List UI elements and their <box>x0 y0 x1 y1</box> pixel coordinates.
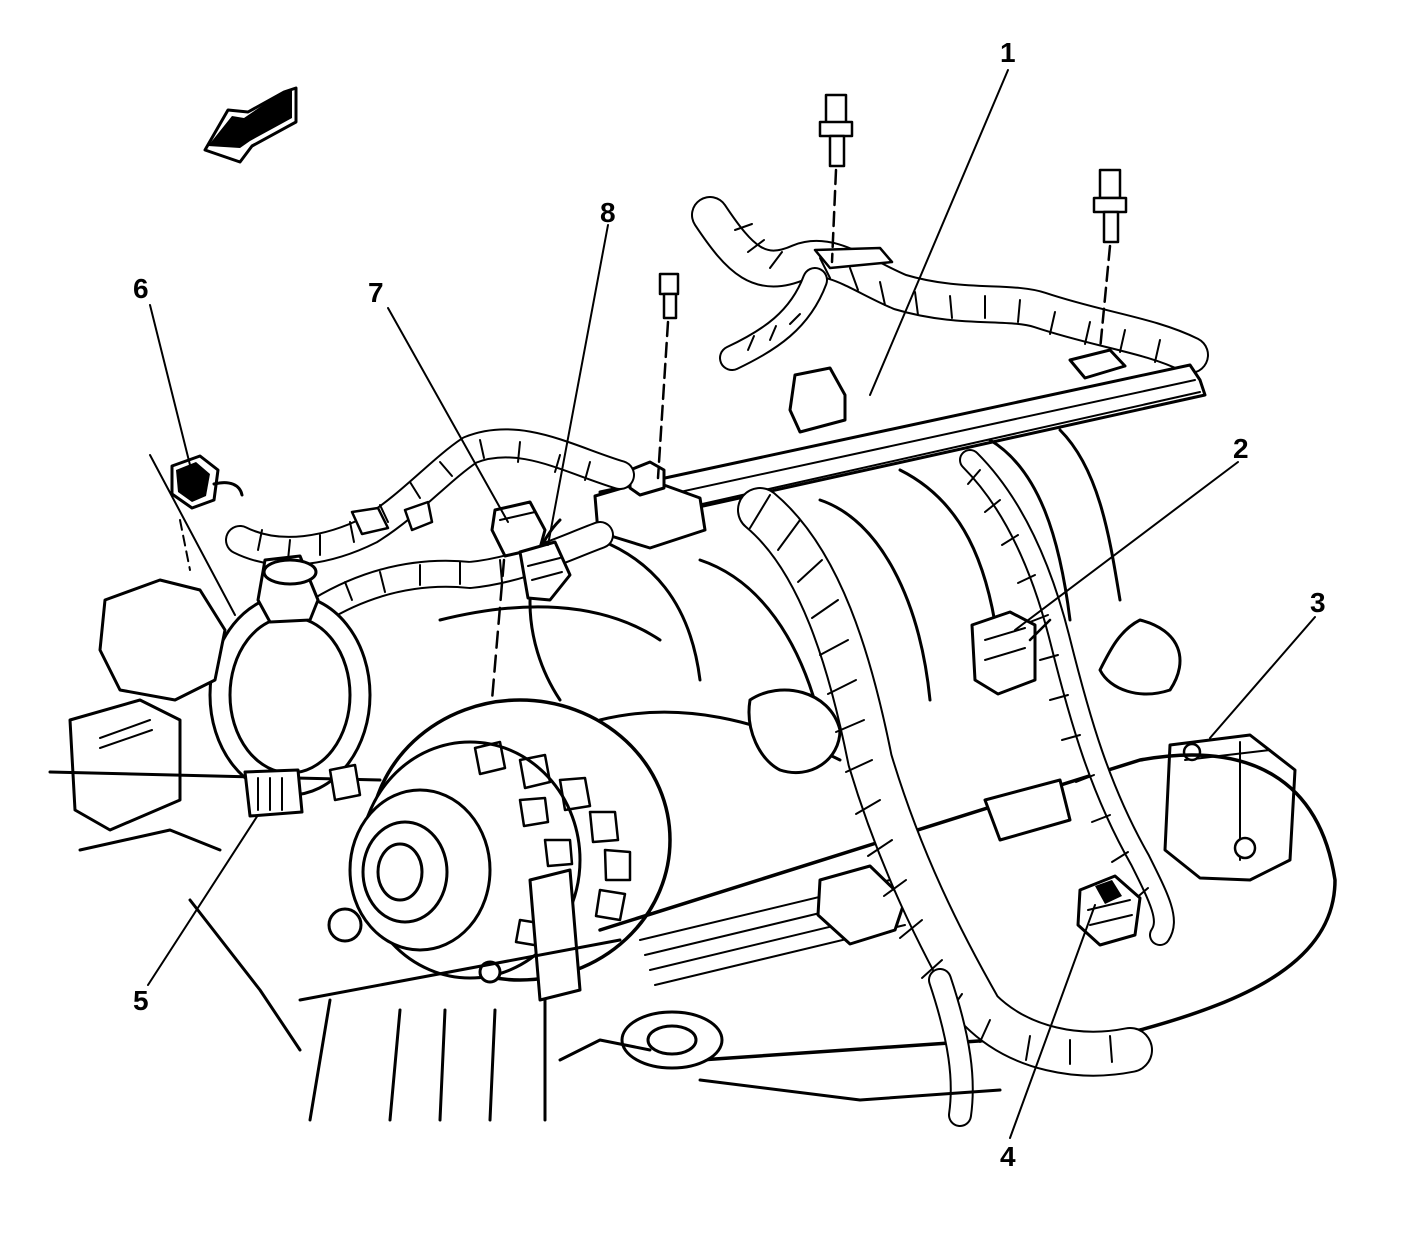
leader-6 <box>149 304 191 466</box>
callout-6: 6 <box>133 273 149 304</box>
callout-4: 4 <box>1000 1141 1016 1172</box>
leader-8 <box>547 224 609 546</box>
alternator <box>327 698 672 1002</box>
callout-5: 5 <box>133 985 149 1016</box>
callout-labels: 1 2 3 4 5 6 7 8 <box>133 37 1326 1172</box>
ignition-coil-3 <box>1163 733 1297 882</box>
leader-3 <box>1209 616 1316 739</box>
leader-1 <box>869 69 1009 396</box>
direction-arrow-icon <box>203 86 298 164</box>
mounting-studs <box>656 93 1128 480</box>
leader-7 <box>387 307 509 523</box>
callout-1: 1 <box>1000 37 1016 68</box>
stud-top-right <box>1092 168 1128 352</box>
valve-cover <box>598 753 1337 1070</box>
leader-2 <box>1014 461 1239 631</box>
throttle-body <box>48 554 382 832</box>
callout-8: 8 <box>600 197 616 228</box>
fuel-rail <box>593 348 1207 550</box>
leader-4 <box>1009 904 1096 1139</box>
engine-block <box>78 828 1002 1122</box>
stud-top-left <box>818 93 854 264</box>
right-wiring-harness <box>737 449 1175 1127</box>
connector-4 <box>1076 874 1142 947</box>
connector-2 <box>970 610 1052 696</box>
callout-7: 7 <box>368 277 384 308</box>
top-wiring-harness <box>691 196 1209 374</box>
stud-middle <box>656 272 680 480</box>
connector-5 <box>243 763 362 818</box>
leader-5 <box>147 814 259 986</box>
callout-2: 2 <box>1233 433 1249 464</box>
connector-6 <box>149 454 244 616</box>
intake-manifold <box>438 428 1182 775</box>
leader-lines <box>147 69 1316 1139</box>
callout-3: 3 <box>1310 587 1326 618</box>
